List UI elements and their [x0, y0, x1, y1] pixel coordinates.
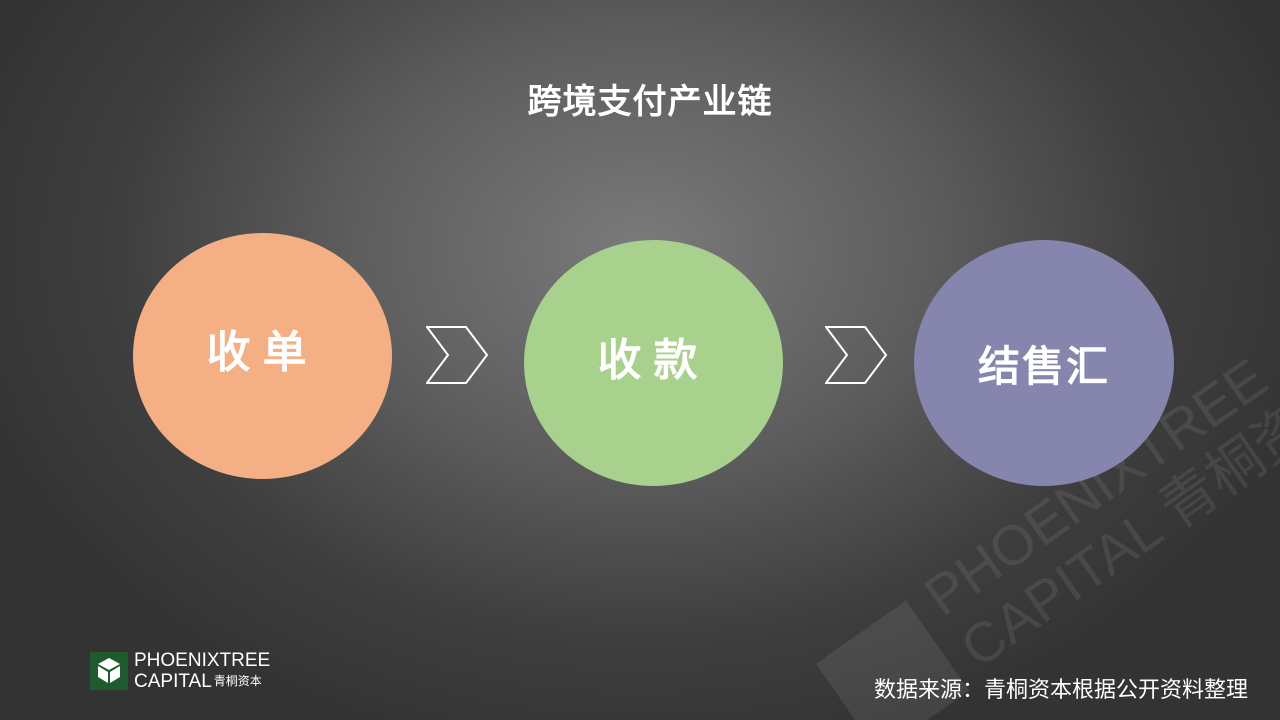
step-circle-shoudan: 收单: [133, 233, 392, 479]
step-circle-shoukuan: 收款: [524, 240, 783, 486]
chevron-right-icon: [825, 326, 888, 384]
logo-text-cn: 青桐资本: [213, 674, 262, 688]
slide-title: 跨境支付产业链: [527, 82, 773, 122]
logo-text-capital: CAPITAL: [134, 671, 212, 692]
chevron-right-icon: [426, 326, 489, 384]
phoenixtree-logo-icon: [90, 652, 128, 690]
logo-text-line1: PHOENIXTREE: [134, 650, 271, 671]
watermark: PHOENIXTREE CAPITAL 青桐资本: [815, 360, 1280, 720]
watermark-logo-icon: [815, 600, 970, 720]
step-label: 收单: [206, 327, 319, 378]
step-label: 结售汇: [977, 341, 1110, 391]
step-label: 收款: [597, 335, 710, 386]
step-circle-jieshouhui: 结售汇: [914, 240, 1174, 486]
source-note: 数据来源：青桐资本根据公开资料整理: [873, 678, 1248, 703]
